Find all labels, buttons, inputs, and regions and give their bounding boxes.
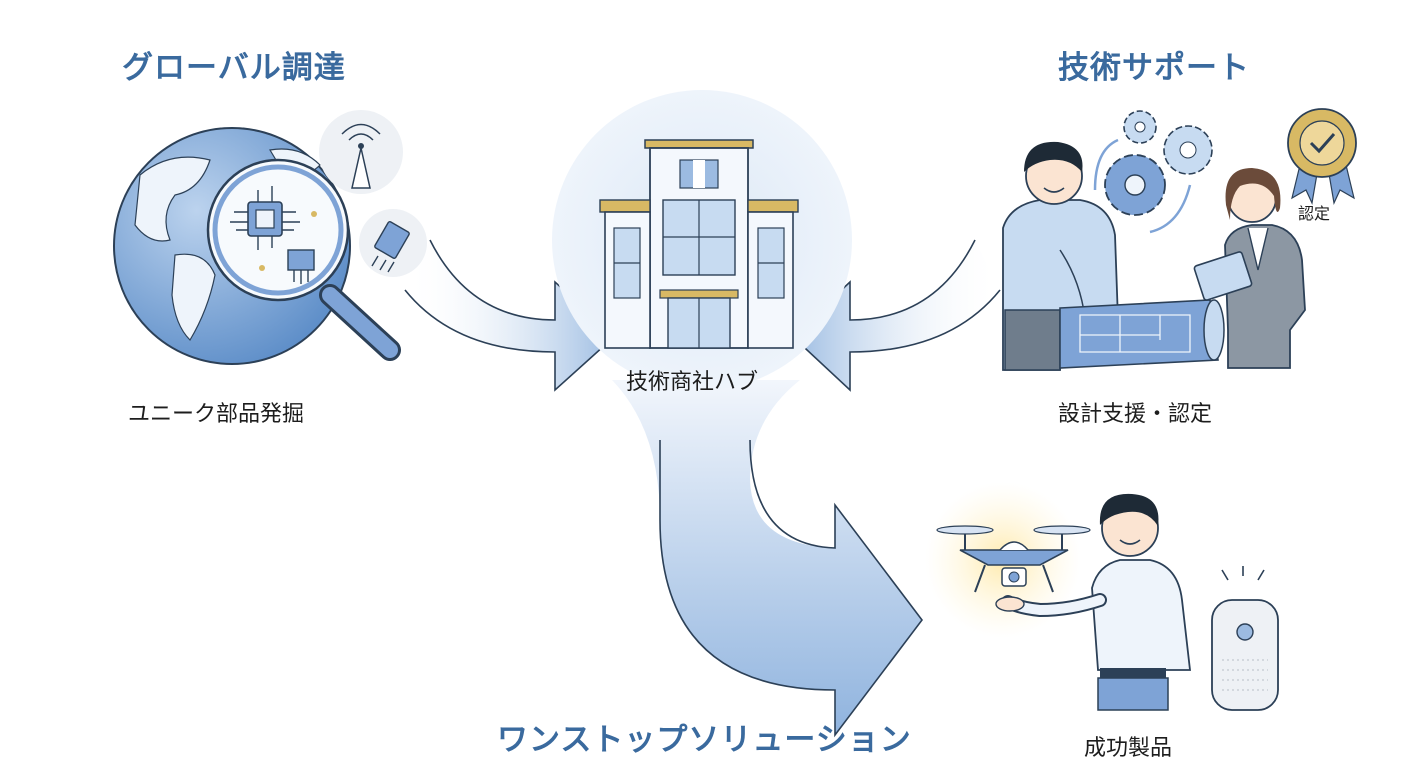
arrow-down-to-products xyxy=(612,380,924,738)
engineer-man-figure xyxy=(1002,141,1119,371)
smart-speaker-icon xyxy=(1211,566,1279,711)
product-man-figure xyxy=(995,493,1192,711)
drone-icon xyxy=(925,482,1091,638)
building-icon xyxy=(552,90,852,390)
caption-certified: 認定 xyxy=(1298,204,1331,223)
caption-unique-parts: ユニーク部品発掘 xyxy=(128,402,305,427)
blueprint-icon xyxy=(1059,299,1225,369)
certification-badge-icon xyxy=(1287,108,1357,206)
connector-icon xyxy=(359,209,427,277)
caption-success-products: 成功製品 xyxy=(1084,736,1173,761)
heading-one-stop-solution: ワンストップソリューション xyxy=(497,722,912,758)
heading-tech-support: 技術サポート xyxy=(1058,50,1250,86)
gears-icon xyxy=(1093,110,1213,234)
chip-icon xyxy=(230,186,317,284)
heading-global-procurement: グローバル調達 xyxy=(122,50,346,86)
arrow-left-to-hub xyxy=(404,239,617,392)
antenna-icon xyxy=(319,110,403,194)
arrow-right-to-hub xyxy=(790,239,1001,392)
caption-design-support: 設計支援・認定 xyxy=(1058,402,1213,427)
engineer-woman-figure xyxy=(1193,168,1306,369)
caption-hub: 技術商社ハブ xyxy=(626,370,759,395)
